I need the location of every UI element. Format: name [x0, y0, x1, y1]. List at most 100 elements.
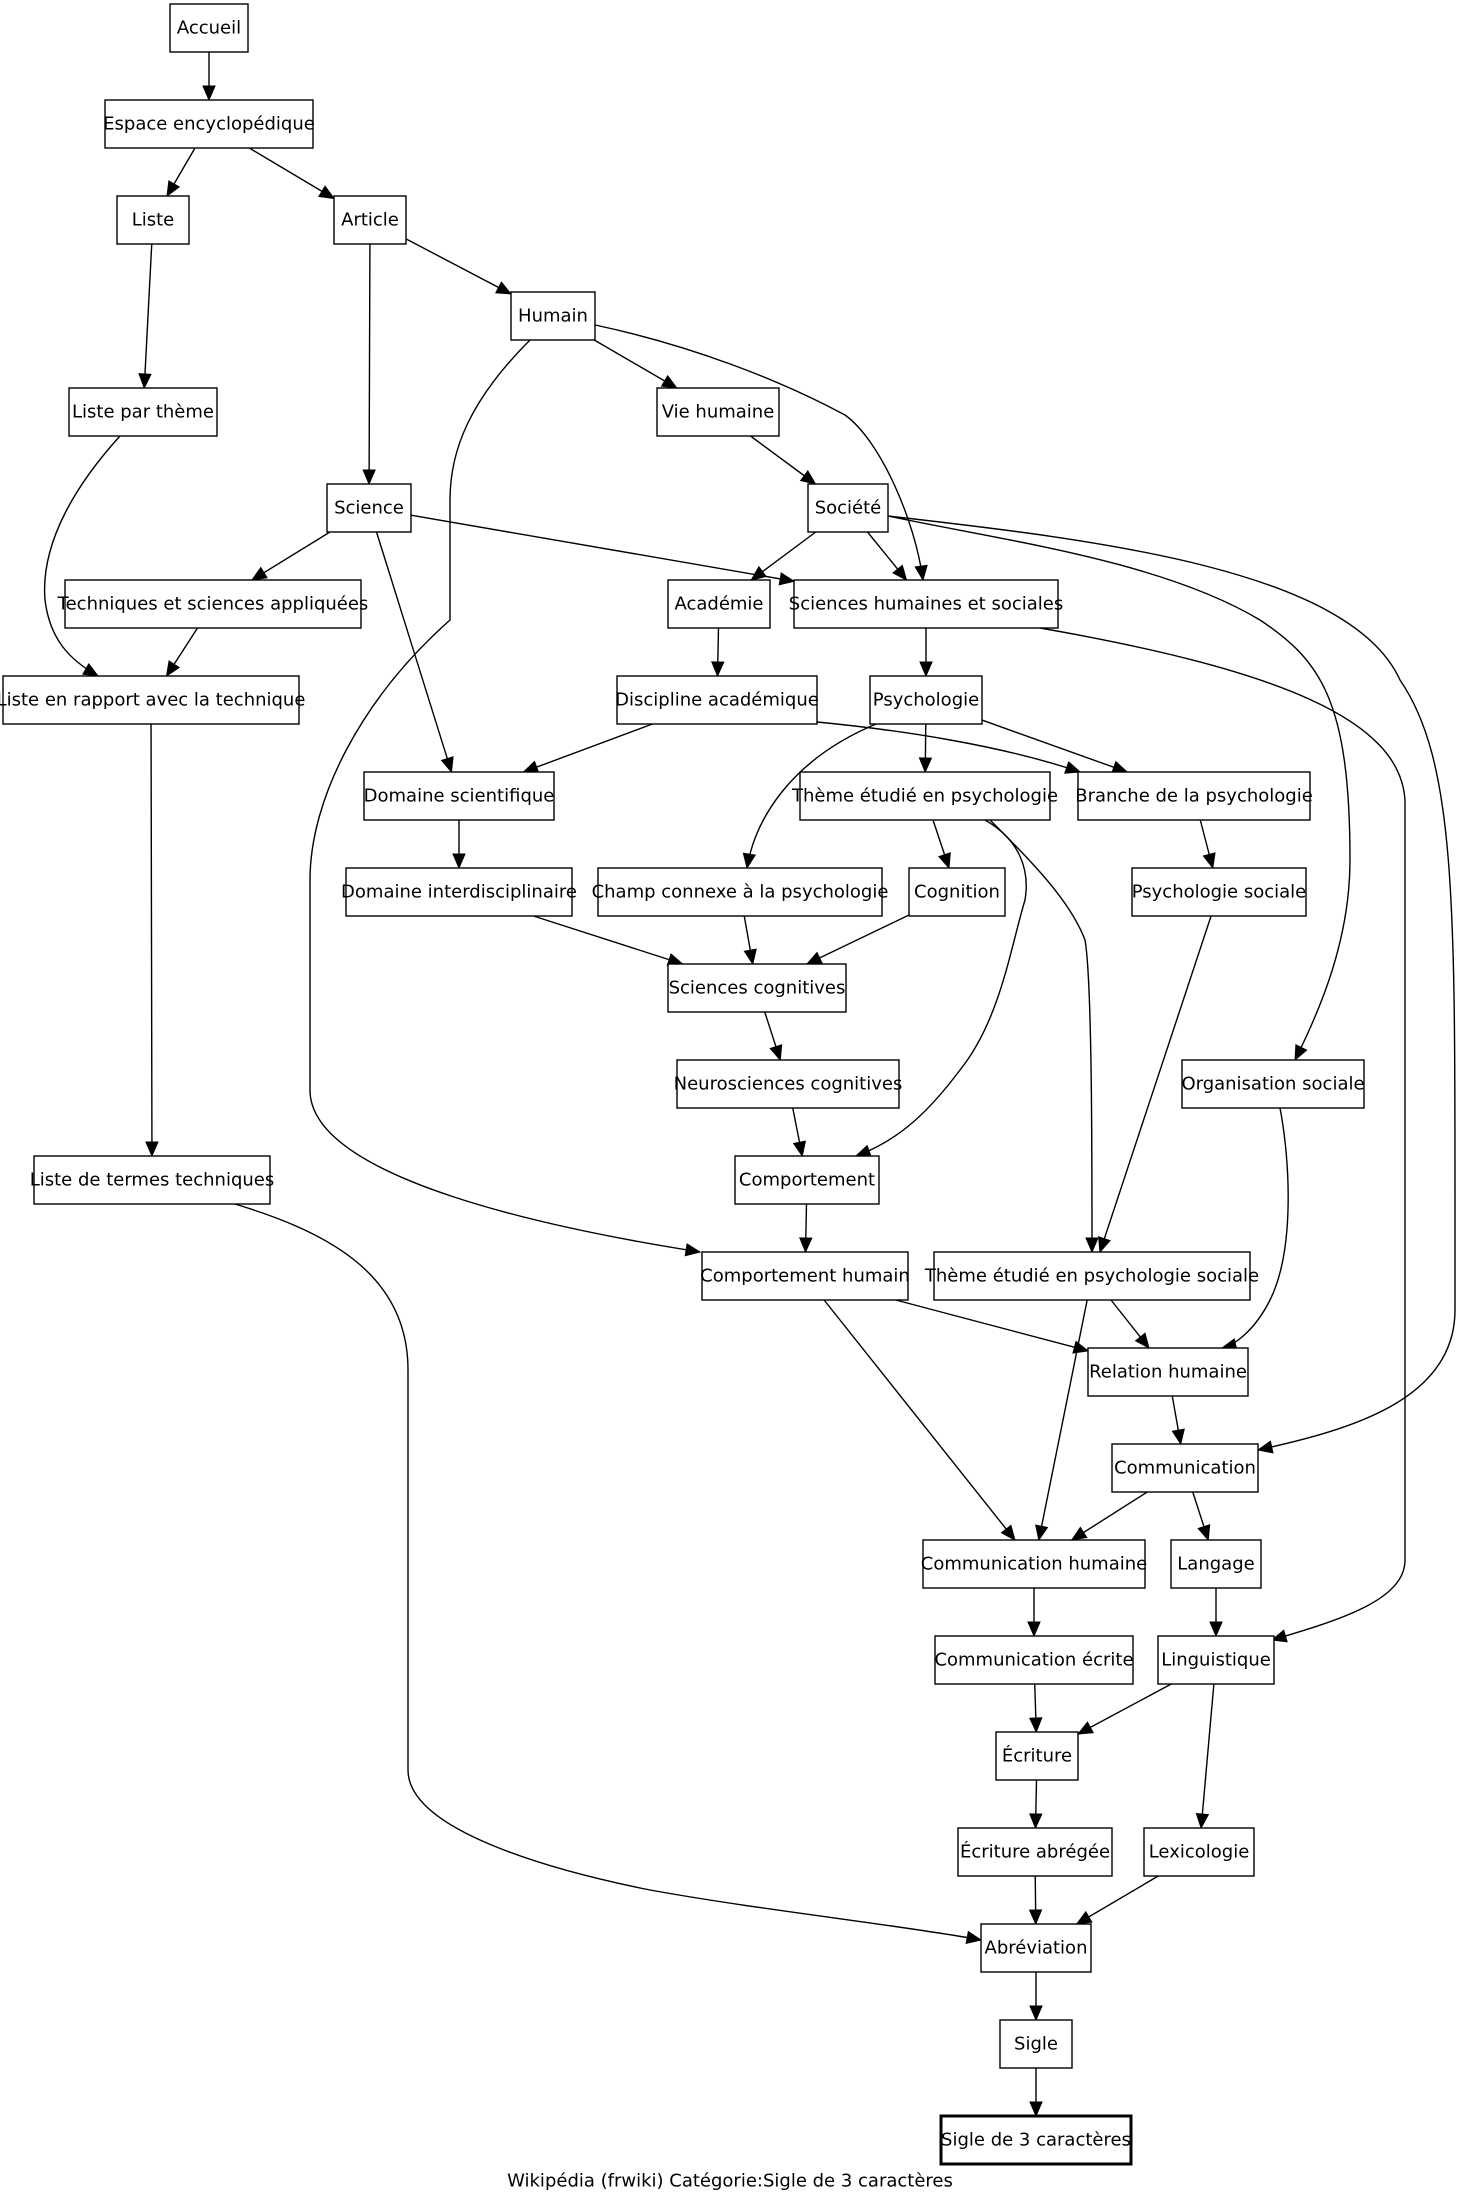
node-box: [667, 579, 771, 629]
node-domaine-sci[interactable]: Domaine scientifique: [363, 771, 555, 821]
node-comp-humain[interactable]: Comportement humain: [700, 1251, 910, 1301]
node-accueil[interactable]: Accueil: [169, 3, 249, 53]
node-label: Psychologie sociale: [1132, 882, 1307, 903]
node-label: Lexicologie: [1149, 1842, 1250, 1863]
node-label: Comportement humain: [700, 1266, 910, 1287]
edge-science-to-techniques: [250, 531, 331, 581]
node-shs[interactable]: Sciences humaines et sociales: [789, 579, 1063, 629]
node-branche-psy[interactable]: Branche de la psychologie: [1075, 771, 1313, 821]
node-box: [799, 771, 1051, 821]
node-label: Écriture abrégée: [960, 1841, 1110, 1863]
node-lexicologie[interactable]: Lexicologie: [1143, 1827, 1255, 1877]
edge-domaine-sci-to-domaine-inter: [452, 820, 466, 870]
edge-comm-ecrite-to-ecriture: [1029, 1683, 1043, 1734]
edge-discipline-to-domaine-sci: [522, 723, 653, 774]
edge-espace-to-article: [248, 147, 336, 200]
node-box: [333, 195, 407, 245]
node-techniques[interactable]: Techniques et sciences appliquées: [57, 579, 369, 629]
node-ecriture-abregee[interactable]: Écriture abrégée: [957, 1827, 1113, 1877]
node-label: Comportement: [739, 1170, 875, 1191]
node-label: Société: [815, 498, 882, 519]
node-label: Académie: [674, 594, 763, 615]
node-label: Discipline académique: [615, 690, 819, 711]
node-comportement[interactable]: Comportement: [734, 1155, 880, 1205]
node-box: [1111, 1443, 1259, 1493]
node-espace[interactable]: Espace encyclopédique: [103, 99, 315, 149]
node-box: [116, 195, 190, 245]
node-comm-humaine[interactable]: Communication humaine: [921, 1539, 1147, 1589]
node-ecriture[interactable]: Écriture: [995, 1731, 1079, 1781]
node-box: [734, 1155, 880, 1205]
node-abreviation[interactable]: Abréviation: [980, 1923, 1092, 1973]
node-box: [1131, 867, 1307, 917]
edge-cognition-to-sci-cognitives: [805, 914, 910, 965]
node-box: [64, 579, 362, 629]
node-label: Écriture: [1002, 1745, 1072, 1767]
node-liste-technique[interactable]: Liste en rapport avec la technique: [0, 675, 305, 725]
node-cognition[interactable]: Cognition: [908, 867, 1006, 917]
node-organisation[interactable]: Organisation sociale: [1181, 1059, 1365, 1109]
node-box: [939, 2114, 1133, 2166]
node-liste[interactable]: Liste: [116, 195, 190, 245]
edge-science-to-domaine-sci: [375, 531, 454, 774]
edge-sigle-to-sigle-3: [1029, 2068, 1043, 2118]
edge-societe-to-communication: [887, 515, 1456, 1454]
node-sci-cognitives[interactable]: Sciences cognitives: [667, 963, 847, 1013]
node-science[interactable]: Science: [326, 483, 412, 533]
node-linguistique[interactable]: Linguistique: [1157, 1635, 1275, 1685]
node-psychologie[interactable]: Psychologie: [869, 675, 983, 725]
node-sigle[interactable]: Sigle: [999, 2019, 1073, 2069]
node-domaine-inter[interactable]: Domaine interdisciplinaire: [341, 867, 577, 917]
edge-theme-psy-to-theme-psy-soc: [989, 819, 1099, 1254]
edge-organisation-to-relation: [1220, 1107, 1289, 1352]
node-relation[interactable]: Relation humaine: [1087, 1347, 1249, 1397]
edge-psychologie-to-champ-connexe: [742, 723, 877, 870]
node-academie[interactable]: Académie: [667, 579, 771, 629]
node-box: [1170, 1539, 1262, 1589]
node-box: [807, 483, 889, 533]
node-label: Sciences cognitives: [669, 978, 846, 999]
node-champ-connexe[interactable]: Champ connexe à la psychologie: [592, 867, 889, 917]
node-label: Abréviation: [985, 1938, 1088, 1959]
node-label: Humain: [518, 306, 588, 327]
node-label: Liste en rapport avec la technique: [0, 690, 305, 711]
node-label: Communication humaine: [921, 1554, 1147, 1575]
node-discipline[interactable]: Discipline académique: [615, 675, 819, 725]
node-label: Champ connexe à la psychologie: [592, 882, 889, 903]
node-label: Sigle de 3 caractères: [941, 2130, 1131, 2151]
node-termes-tech[interactable]: Liste de termes techniques: [30, 1155, 275, 1205]
node-theme-psy[interactable]: Thème étudié en psychologie: [791, 771, 1058, 821]
node-label: Thème étudié en psychologie sociale: [924, 1266, 1259, 1287]
node-label: Sciences humaines et sociales: [789, 594, 1063, 615]
node-sigle-3[interactable]: Sigle de 3 caractères: [939, 2114, 1133, 2166]
node-article[interactable]: Article: [333, 195, 407, 245]
node-box: [999, 2019, 1073, 2069]
node-langage[interactable]: Langage: [1170, 1539, 1262, 1589]
edge-societe-to-shs: [866, 531, 908, 581]
node-box: [33, 1155, 271, 1205]
edge-communication-to-langage: [1192, 1491, 1211, 1542]
node-vie-humaine[interactable]: Vie humaine: [656, 387, 780, 437]
node-neurosciences[interactable]: Neurosciences cognitives: [674, 1059, 903, 1109]
edge-psychologie-to-branche-psy: [981, 719, 1129, 774]
edge-ecriture-abregee-to-abreviation: [1028, 1875, 1043, 1926]
edge-abreviation-to-sigle: [1029, 1972, 1043, 2022]
node-humain[interactable]: Humain: [510, 291, 596, 341]
node-box: [169, 3, 249, 53]
node-label: Cognition: [914, 882, 1000, 903]
node-box: [701, 1251, 909, 1301]
node-psy-sociale[interactable]: Psychologie sociale: [1131, 867, 1307, 917]
node-liste-theme[interactable]: Liste par thème: [68, 387, 218, 437]
edge-article-to-humain: [405, 238, 513, 295]
node-label: Liste par thème: [72, 402, 214, 423]
node-societe[interactable]: Société: [807, 483, 889, 533]
node-comm-ecrite[interactable]: Communication écrite: [934, 1635, 1134, 1685]
node-communication[interactable]: Communication: [1111, 1443, 1259, 1493]
node-box: [2, 675, 300, 725]
node-theme-psy-soc[interactable]: Thème étudié en psychologie sociale: [924, 1251, 1259, 1301]
edge-shs-to-psychologie: [919, 628, 933, 678]
node-box: [1157, 1635, 1275, 1685]
edge-domaine-inter-to-sci-cognitives: [533, 915, 684, 966]
node-box: [326, 483, 412, 533]
